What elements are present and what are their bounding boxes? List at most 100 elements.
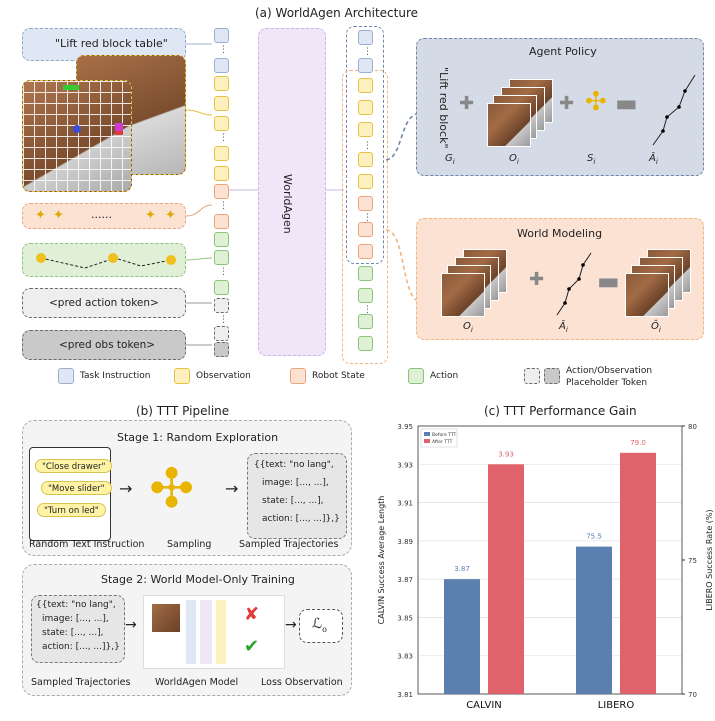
legend-label: Task Instruction xyxy=(80,371,150,381)
instruction-chip: "Move slider" xyxy=(41,481,112,495)
legend-label: Action xyxy=(430,371,458,381)
token-robot-state xyxy=(214,214,229,229)
plus-icon: ✚ xyxy=(459,93,474,114)
trajectory-line: {{text: "no lang", xyxy=(254,460,334,470)
y-tick-label-right: 75 xyxy=(688,557,697,565)
bar xyxy=(620,453,656,694)
y-tick-label-left: 3.81 xyxy=(397,691,413,699)
agent-s-label: Si xyxy=(587,153,595,166)
y-axis-label-left: CALVIN Success Average Length xyxy=(377,496,386,625)
token-instruction xyxy=(358,30,373,45)
stage1-label: Sampled Trajectories xyxy=(239,539,338,550)
agent-a-label: Âi xyxy=(649,153,658,166)
token-action xyxy=(358,336,373,351)
stage2-title: Stage 2: World Model-Only Training xyxy=(101,573,295,586)
equals-icon: ▬ xyxy=(615,89,638,117)
data-label: 75.5 xyxy=(586,533,602,541)
token-observation xyxy=(214,116,229,131)
token-action xyxy=(214,232,229,247)
token-ellipsis: ⋮ xyxy=(219,268,228,277)
token-robot-state xyxy=(358,244,373,259)
world-a-label: Âi xyxy=(559,321,568,334)
arrow-icon: → xyxy=(225,479,238,498)
agent-obs-stack xyxy=(487,79,557,149)
legend-swatch-instruction xyxy=(58,368,74,384)
y-tick-label-left: 3.91 xyxy=(397,500,413,508)
check-icon: ✔ xyxy=(244,636,259,657)
loss-box: ℒo xyxy=(299,609,343,643)
token-ellipsis: ⋮ xyxy=(219,202,228,211)
token-action xyxy=(358,288,373,303)
cross-icon: ✘ xyxy=(244,604,259,625)
instruction-chip: "Turn on led" xyxy=(37,503,106,517)
legend-label: Robot State xyxy=(312,371,365,381)
bar xyxy=(488,464,524,694)
trajectory-line: image: [..., ...], xyxy=(42,614,109,624)
trajectory-line: image: [..., ...], xyxy=(262,478,329,488)
agent-policy-panel: Agent Policy "Lift red block" ✚ ✚ ✣ ▬ Gi… xyxy=(416,38,704,176)
stage1-panel: Stage 1: Random Exploration "Close drawe… xyxy=(22,420,352,556)
y-tick-label-right: 70 xyxy=(688,691,697,699)
output-connectors xyxy=(380,80,420,320)
token-observation xyxy=(358,174,373,189)
trajectory-line: action: [..., ...]},} xyxy=(262,514,340,524)
y-tick-label-left: 3.87 xyxy=(397,576,413,584)
legend-label: Before TTT xyxy=(432,432,456,438)
agent-g-label: Gi xyxy=(445,153,455,166)
stage2-label: Loss Observation xyxy=(261,677,343,688)
legend-swatch-action xyxy=(408,368,424,384)
plus-icon: ✚ xyxy=(559,93,574,114)
legend-swatch xyxy=(424,439,430,443)
loss-symbol: ℒo xyxy=(312,616,327,634)
legend-swatch xyxy=(424,432,430,436)
y-tick-label-left: 3.83 xyxy=(397,653,413,661)
y-tick-label-left: 3.89 xyxy=(397,538,413,546)
token-observation xyxy=(214,166,229,181)
trajectory-line: {{text: "no lang", xyxy=(36,600,116,610)
y-tick-label-left: 3.93 xyxy=(397,461,413,469)
panel-b-title: (b) TTT Pipeline xyxy=(136,404,229,418)
token-action xyxy=(214,250,229,265)
token-pred-action xyxy=(214,326,229,341)
world-pred-obs-stack xyxy=(625,249,695,319)
stage2-panel: Stage 2: World Model-Only Training {{tex… xyxy=(22,564,352,696)
trajectory-line: state: [..., ...], xyxy=(42,628,103,638)
token-ellipsis: ⋮ xyxy=(363,48,372,57)
legend-label: Placeholder Token xyxy=(566,378,647,388)
data-label: 3.93 xyxy=(498,450,514,458)
token-observation xyxy=(214,146,229,161)
y-tick-label-right: 80 xyxy=(688,423,697,431)
robot-arm-icon: ✣ xyxy=(585,87,607,117)
token-action xyxy=(358,314,373,329)
stage2-label: WorldAgen Model xyxy=(155,677,238,688)
trajectory-card: {{text: "no lang", image: [..., ...], st… xyxy=(31,595,125,663)
agent-action-trajectory xyxy=(649,69,699,149)
token-robot-state xyxy=(214,184,229,199)
token-instruction xyxy=(214,28,229,43)
token-observation xyxy=(358,78,373,93)
stage1-label: Sampling xyxy=(167,539,211,550)
arrow-icon: → xyxy=(119,479,132,498)
token-robot-state xyxy=(358,222,373,237)
instruction-chip: "Close drawer" xyxy=(35,459,112,473)
stage1-title: Stage 1: Random Exploration xyxy=(117,431,278,444)
token-pred-action xyxy=(214,298,229,313)
token-observation xyxy=(214,76,229,91)
legend-swatch-robot-state xyxy=(290,368,306,384)
legend-swatch-pred-obs xyxy=(544,368,560,384)
agent-policy-title: Agent Policy xyxy=(529,45,597,58)
token-action xyxy=(358,266,373,281)
legend-label: Observation xyxy=(196,371,251,381)
legend-label: After TTT xyxy=(432,439,453,445)
panel-a-title: (a) WorldAgen Architecture xyxy=(255,6,418,20)
agent-policy-instruction: "Lift red block" xyxy=(437,67,450,149)
y-tick-label-left: 3.95 xyxy=(397,423,413,431)
legend-swatch-observation xyxy=(174,368,190,384)
data-label: 3.87 xyxy=(454,565,470,573)
stage1-label: Random Text Instruction xyxy=(29,539,144,550)
token-ellipsis: ⋮ xyxy=(219,316,228,325)
performance-chart: 3.813.833.853.873.893.913.933.957075803.… xyxy=(360,414,715,721)
x-tick-label: LIBERO xyxy=(598,700,635,711)
arrow-icon: → xyxy=(125,617,137,633)
token-instruction xyxy=(214,58,229,73)
